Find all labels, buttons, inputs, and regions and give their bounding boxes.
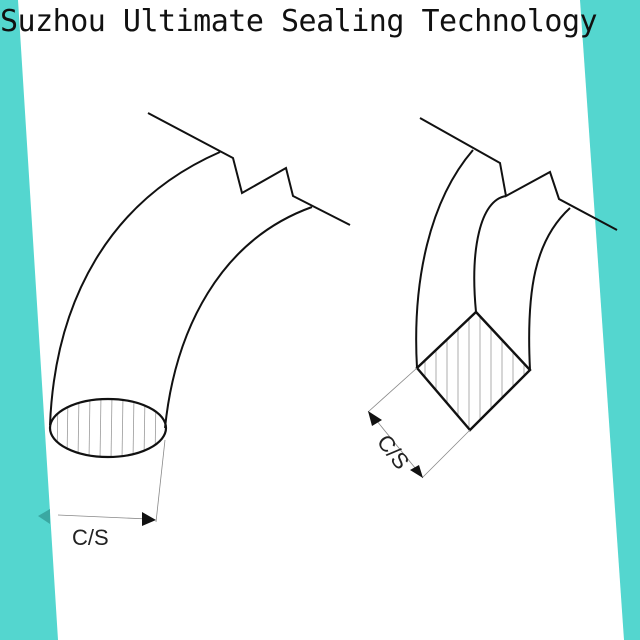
page-title: Suzhou Ultimate Sealing Technology — [0, 4, 598, 39]
square-ring-outer-edge — [415, 149, 474, 369]
arrow-down-icon — [410, 465, 423, 478]
arrow-up-icon — [368, 411, 382, 426]
o-ring-outer-edge — [49, 151, 221, 426]
square-ring-cs-dimension: C/S — [367, 367, 471, 479]
left-teal-stripe — [0, 0, 58, 640]
right-teal-stripe — [580, 0, 640, 640]
square-ring-break-line — [419, 117, 618, 231]
square-ring-middle-edge — [473, 195, 507, 313]
arrow-left-icon — [38, 509, 50, 524]
square-ring-hatch — [424, 312, 525, 430]
o-ring-cs-label: C/S — [72, 525, 109, 550]
square-ring-cs-label: C/S — [372, 430, 414, 474]
square-ring-inner-edge — [528, 207, 571, 371]
o-ring-drawing — [49, 112, 351, 429]
o-ring-break-line — [147, 112, 351, 226]
arrow-right-icon — [142, 512, 156, 526]
o-ring-cross-section — [48, 397, 168, 459]
o-ring-inner-edge — [164, 206, 313, 429]
o-ring-cs-dimension: C/S — [38, 439, 166, 550]
square-ring-drawing — [415, 117, 618, 371]
